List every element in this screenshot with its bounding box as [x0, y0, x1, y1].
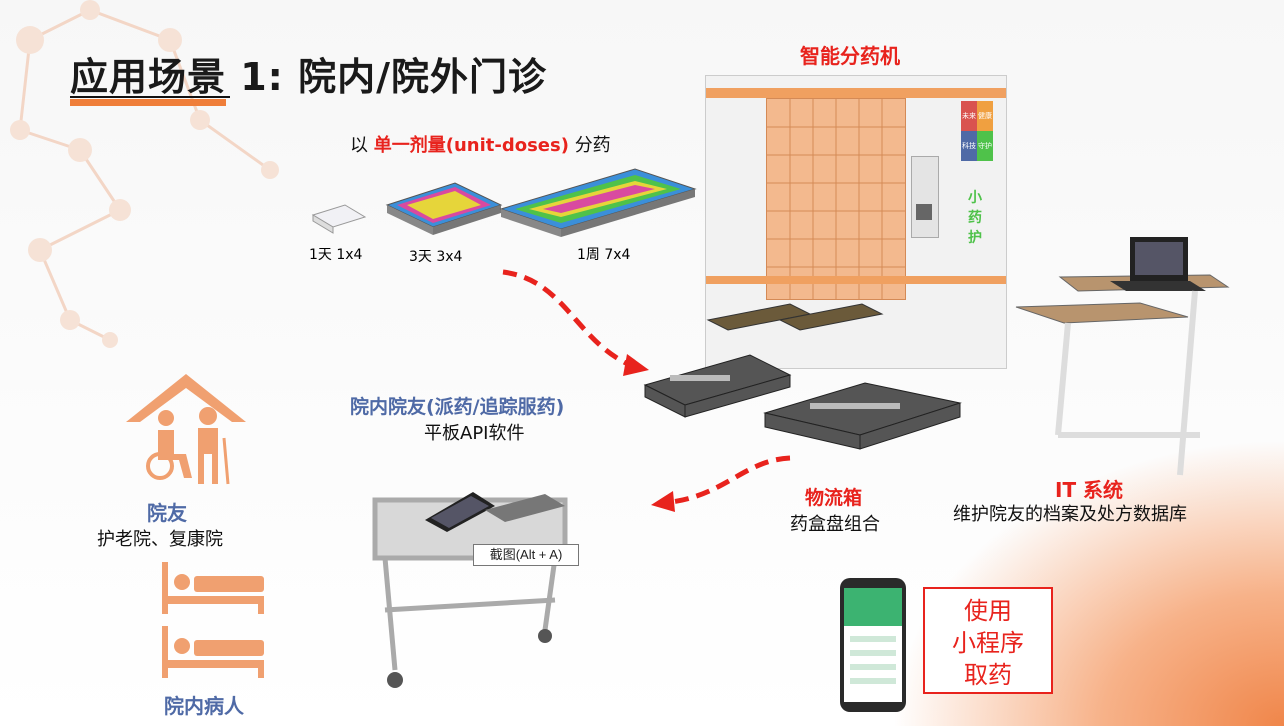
tablet-subtitle: 平板API软件: [424, 423, 525, 444]
phone-screen: [844, 588, 902, 702]
logistics-subtitle: 药盒盘组合: [790, 514, 880, 535]
machine-bottom-trim: [706, 276, 1006, 284]
smartphone: [840, 578, 906, 712]
app-row: [850, 636, 896, 642]
residents-subtitle: 护老院、复康院: [97, 529, 223, 550]
machine-logo-panel: 未来 健康 科技 守护: [961, 101, 993, 161]
output-trays: [706, 303, 884, 331]
logistics-boxes: [643, 354, 962, 450]
arrow-to-logistics: [502, 269, 649, 376]
pill-trays-illustration: [311, 168, 697, 237]
residents-title: 院友: [147, 501, 187, 525]
dose-prefix: 以: [350, 135, 368, 156]
pickup-line-3: 取药: [964, 661, 1012, 689]
logistics-title: 物流箱: [805, 487, 863, 509]
screenshot-tooltip: 截图(Alt + A): [473, 544, 579, 566]
it-subtitle: 维护院友的档案及处方数据库: [953, 504, 1187, 525]
machine-label: 智能分药机: [800, 44, 900, 68]
app-header: [844, 588, 902, 626]
tray-1day: [311, 204, 367, 234]
panel-cell: 科技: [961, 131, 977, 161]
arrow-to-trolley: [651, 455, 791, 512]
dose-label-1: 1天 1x4: [309, 247, 363, 263]
pickup-line-1: 使用: [964, 597, 1012, 625]
app-row: [850, 678, 896, 684]
it-title: IT 系统: [1055, 478, 1124, 502]
tray-7day: [499, 168, 697, 237]
app-row: [850, 650, 896, 656]
page-title: 应用场景 1: 院内/院外门诊: [70, 55, 547, 99]
machine-top-trim: [706, 88, 1006, 98]
dose-suffix: 分药: [574, 135, 611, 156]
dose-caption: 以 单一剂量(unit-doses) 分药: [350, 131, 611, 157]
machine-brand: 小药护: [968, 190, 982, 246]
dose-label-3: 1周 7x4: [577, 247, 631, 263]
title-rule: [70, 96, 230, 98]
app-row: [850, 664, 896, 670]
panel-cell: 健康: [977, 101, 993, 131]
workstation-desk: [1015, 237, 1230, 476]
care-home-icon: [126, 374, 246, 485]
title-accent: [70, 99, 226, 106]
pickup-line-2: 小程序: [952, 629, 1024, 657]
bed-icon: [162, 562, 264, 614]
bed-icon: [162, 626, 264, 678]
panel-cell: 守护: [977, 131, 993, 161]
control-panel: [911, 156, 939, 238]
fan-icon: [916, 204, 932, 220]
dose-label-2: 3天 3x4: [409, 249, 463, 265]
tablet-title: 院内院友(派药/追踪服药): [350, 396, 565, 418]
mini-program-pickup-box: 使用 小程序 取药: [923, 587, 1053, 694]
inpatients-title: 院内病人: [164, 694, 244, 718]
tray-3day: [385, 182, 503, 235]
dose-highlight: 单一剂量(unit-doses): [373, 135, 569, 156]
panel-cell: 未来: [961, 101, 977, 131]
medication-trolley: [372, 492, 568, 688]
molecule-decoration: [10, 0, 279, 348]
drawer-grid: [766, 98, 906, 300]
